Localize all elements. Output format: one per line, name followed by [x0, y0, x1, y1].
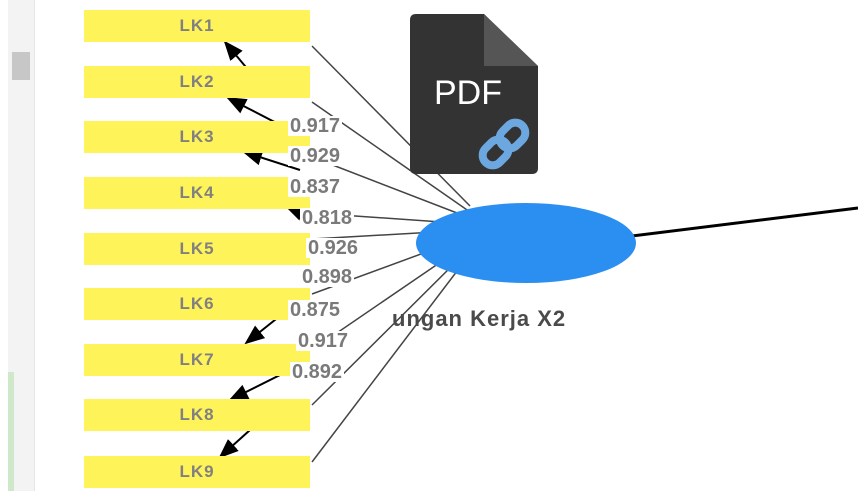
- construct-label: ungan Kerja X2: [392, 306, 567, 331]
- indicator-lk7[interactable]: LK7: [84, 344, 310, 376]
- loading-value: 0.875: [288, 299, 343, 321]
- outer-path-line: [631, 206, 858, 238]
- indicator-lk3[interactable]: LK3: [84, 121, 310, 153]
- loading-value: 0.929: [288, 145, 343, 167]
- indicator-lk4[interactable]: LK4: [84, 177, 310, 209]
- loading-value: 0.898: [300, 266, 355, 288]
- construct-node[interactable]: [416, 203, 636, 283]
- loading-value: 0.926: [306, 237, 361, 259]
- pdf-link-icon[interactable]: [410, 14, 540, 174]
- indicator-lk2[interactable]: LK2: [84, 66, 310, 98]
- loading-path-line: [311, 156, 471, 219]
- indicator-lk6[interactable]: LK6: [84, 288, 310, 320]
- loading-value: 0.818: [300, 207, 355, 229]
- loading-value: 0.837: [288, 176, 343, 198]
- loading-value: 0.917: [288, 115, 343, 137]
- pdf-label: PDF: [434, 74, 502, 112]
- indicator-lk5[interactable]: LK5: [84, 233, 310, 265]
- scrollbar-highlight: [8, 372, 14, 491]
- arrow: [218, 429, 251, 459]
- indicator-lk1[interactable]: LK1: [84, 10, 310, 42]
- loading-path-line: [311, 253, 471, 463]
- indicator-lk9[interactable]: LK9: [84, 456, 310, 488]
- scrollbar-thumb[interactable]: [12, 52, 30, 80]
- loading-value: 0.917: [296, 330, 351, 352]
- loading-value: 0.892: [290, 361, 345, 383]
- arrow: [242, 149, 301, 171]
- loading-path-line: [311, 45, 471, 207]
- indicator-lk8[interactable]: LK8: [84, 399, 310, 431]
